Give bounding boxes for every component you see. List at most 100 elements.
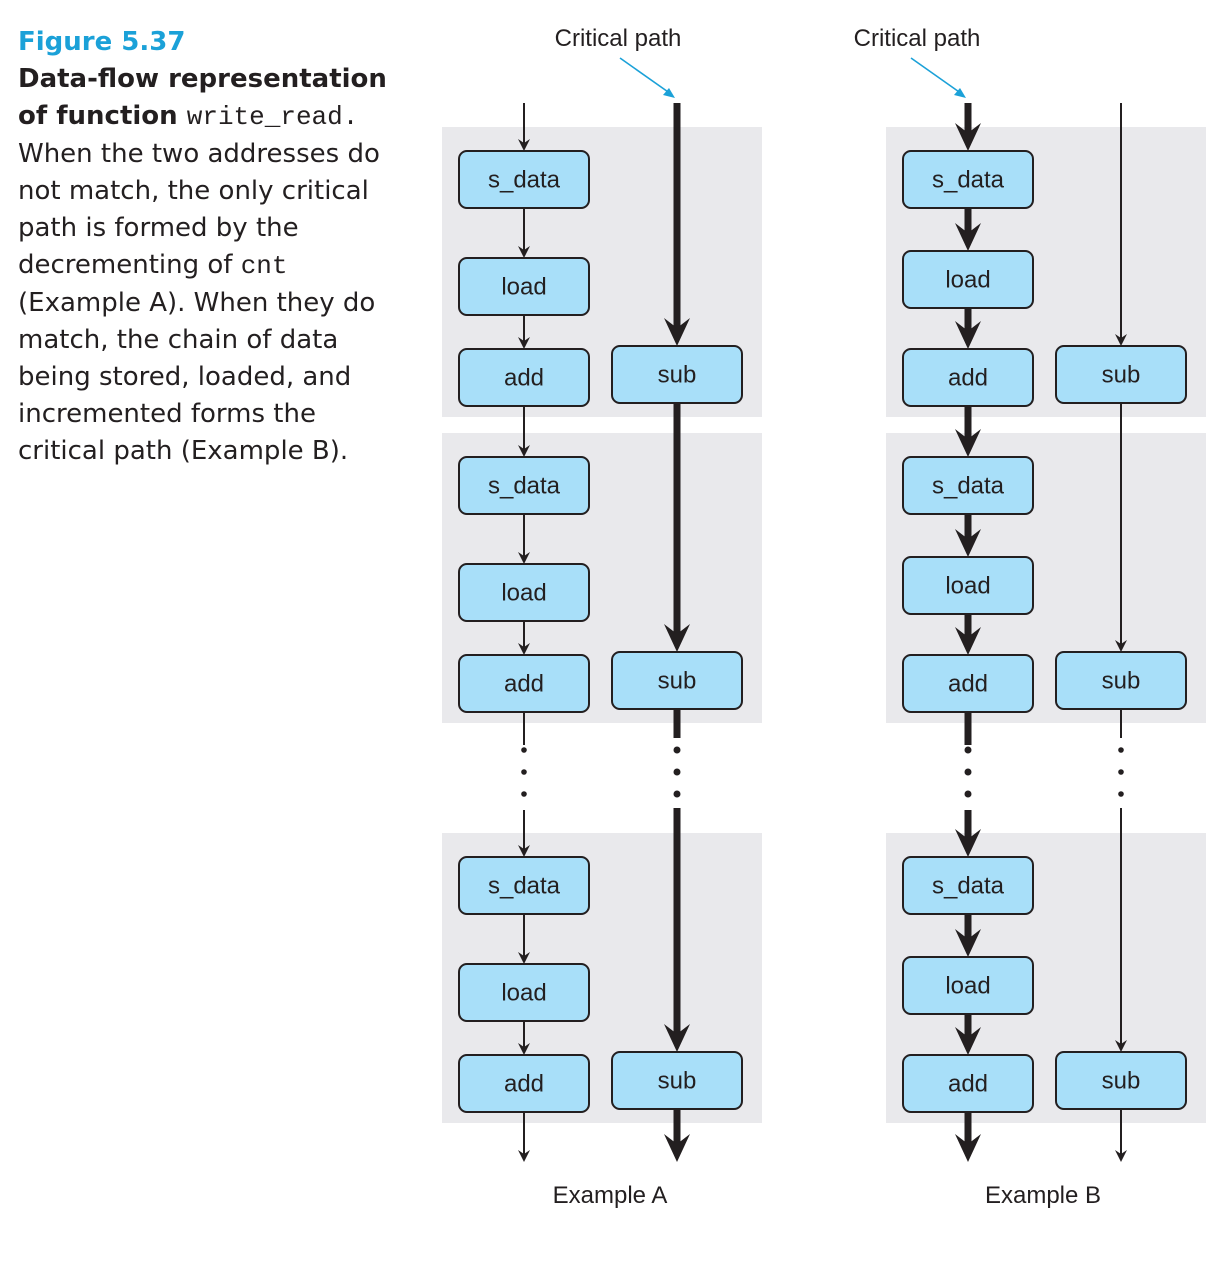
sub-label: sub — [1102, 1068, 1141, 1095]
example-label: Example B — [985, 1182, 1101, 1209]
add-label: add — [948, 671, 988, 698]
load-node: load — [902, 250, 1034, 309]
load-to-add-arrow-head — [955, 321, 981, 349]
s-data-label: s_data — [932, 873, 1005, 900]
add-label: add — [504, 671, 544, 698]
add-node: add — [902, 654, 1034, 713]
ellipsis-dot-data — [964, 768, 972, 776]
load-label: load — [501, 274, 546, 301]
load-to-add-arrow-head — [518, 337, 530, 349]
load-node: load — [458, 563, 590, 622]
load-to-add-arrow-head — [955, 1027, 981, 1055]
s-data-node: s_data — [902, 856, 1034, 915]
add-to-next-arrow-head — [518, 445, 530, 457]
load-label: load — [945, 973, 990, 1000]
critical-path-pointer-line — [910, 57, 963, 95]
caption-body-code: cnt — [240, 251, 288, 281]
s-data-label: s_data — [932, 473, 1005, 500]
ellipsis-dot-data — [964, 746, 972, 754]
load-label: load — [945, 267, 990, 294]
sub-label: sub — [658, 1068, 697, 1095]
load-to-add-arrow-head — [955, 627, 981, 655]
add-node: add — [458, 348, 590, 407]
ellipsis-dot-sub — [1118, 791, 1124, 797]
store-to-load-arrow-head — [518, 552, 530, 564]
ellipsis-dot-sub — [673, 790, 681, 798]
sub-label: sub — [1102, 668, 1141, 695]
store-to-load-arrow-head — [518, 952, 530, 964]
sub-label: sub — [658, 668, 697, 695]
load-node: load — [902, 556, 1034, 615]
sub-node: sub — [611, 651, 743, 710]
sub-output-arrow-head — [664, 1134, 690, 1162]
critical-path-pointer-head — [954, 88, 966, 98]
s-data-node: s_data — [458, 856, 590, 915]
sub-resume-arrow-head — [1115, 1040, 1127, 1052]
s-data-node: s_data — [458, 150, 590, 209]
data-output-arrow-head — [955, 1134, 981, 1162]
figure-title-code: write_read — [186, 102, 343, 132]
figure-caption: Figure 5.37 Data-flow representation of … — [18, 24, 388, 470]
load-node: load — [902, 956, 1034, 1015]
store-to-load-arrow-head — [955, 929, 981, 957]
sub-input-arrow-head — [664, 318, 690, 346]
data-output-arrow-head — [518, 1150, 530, 1162]
add-label: add — [948, 365, 988, 392]
sub-label: sub — [658, 362, 697, 389]
ellipsis-dot-sub — [1118, 769, 1124, 775]
sub-node: sub — [1055, 651, 1187, 710]
store-to-load-arrow-head — [955, 529, 981, 557]
load-label: load — [501, 580, 546, 607]
sub-input-arrow-head — [1115, 334, 1127, 346]
sub-resume-arrow-head — [664, 1024, 690, 1052]
critical-path-pointer-head — [663, 88, 675, 98]
add-node: add — [458, 654, 590, 713]
example-label: Example A — [553, 1182, 668, 1209]
s-data-label: s_data — [488, 873, 561, 900]
data-resume-arrow-head — [518, 845, 530, 857]
add-node: add — [902, 1054, 1034, 1113]
figure-label: Figure 5.37 — [18, 27, 186, 57]
add-label: add — [504, 365, 544, 392]
load-label: load — [501, 980, 546, 1007]
load-to-add-arrow-head — [518, 643, 530, 655]
data-input-arrow-head — [518, 139, 530, 151]
data-input-arrow-head — [955, 123, 981, 151]
figure-title-end: . — [342, 102, 359, 132]
caption-body-1: When the two addresses do not match, the… — [18, 139, 380, 280]
load-to-add-arrow-head — [518, 1043, 530, 1055]
add-node: add — [902, 348, 1034, 407]
ellipsis-dot-data — [521, 769, 527, 775]
load-node: load — [458, 963, 590, 1022]
critical-path-label: Critical path — [854, 25, 981, 52]
ellipsis-dot-data — [521, 747, 527, 753]
store-to-load-arrow-head — [518, 246, 530, 258]
add-label: add — [504, 1071, 544, 1098]
s-data-node: s_data — [902, 456, 1034, 515]
caption-body-2: (Example A). When they do match, the cha… — [18, 288, 376, 466]
s-data-label: s_data — [488, 167, 561, 194]
figure-title: Data-flow representation of function wri… — [18, 64, 387, 132]
data-resume-arrow-head — [955, 829, 981, 857]
s-data-node: s_data — [458, 456, 590, 515]
store-to-load-arrow-head — [955, 223, 981, 251]
sub-node: sub — [611, 1051, 743, 1110]
add-label: add — [948, 1071, 988, 1098]
critical-path-label: Critical path — [555, 25, 682, 52]
load-label: load — [945, 573, 990, 600]
sub-node: sub — [611, 345, 743, 404]
s-data-label: s_data — [932, 167, 1005, 194]
ellipsis-dot-sub — [673, 746, 681, 754]
critical-path-pointer-line — [619, 57, 672, 95]
sub-node: sub — [1055, 345, 1187, 404]
ellipsis-dot-data — [521, 791, 527, 797]
sub-output-arrow-head — [1115, 1150, 1127, 1162]
add-node: add — [458, 1054, 590, 1113]
ellipsis-dot-sub — [1118, 747, 1124, 753]
sub-chain-arrow-head — [664, 624, 690, 652]
sub-node: sub — [1055, 1051, 1187, 1110]
figure-title-text: Data-flow representation of function — [18, 64, 387, 131]
